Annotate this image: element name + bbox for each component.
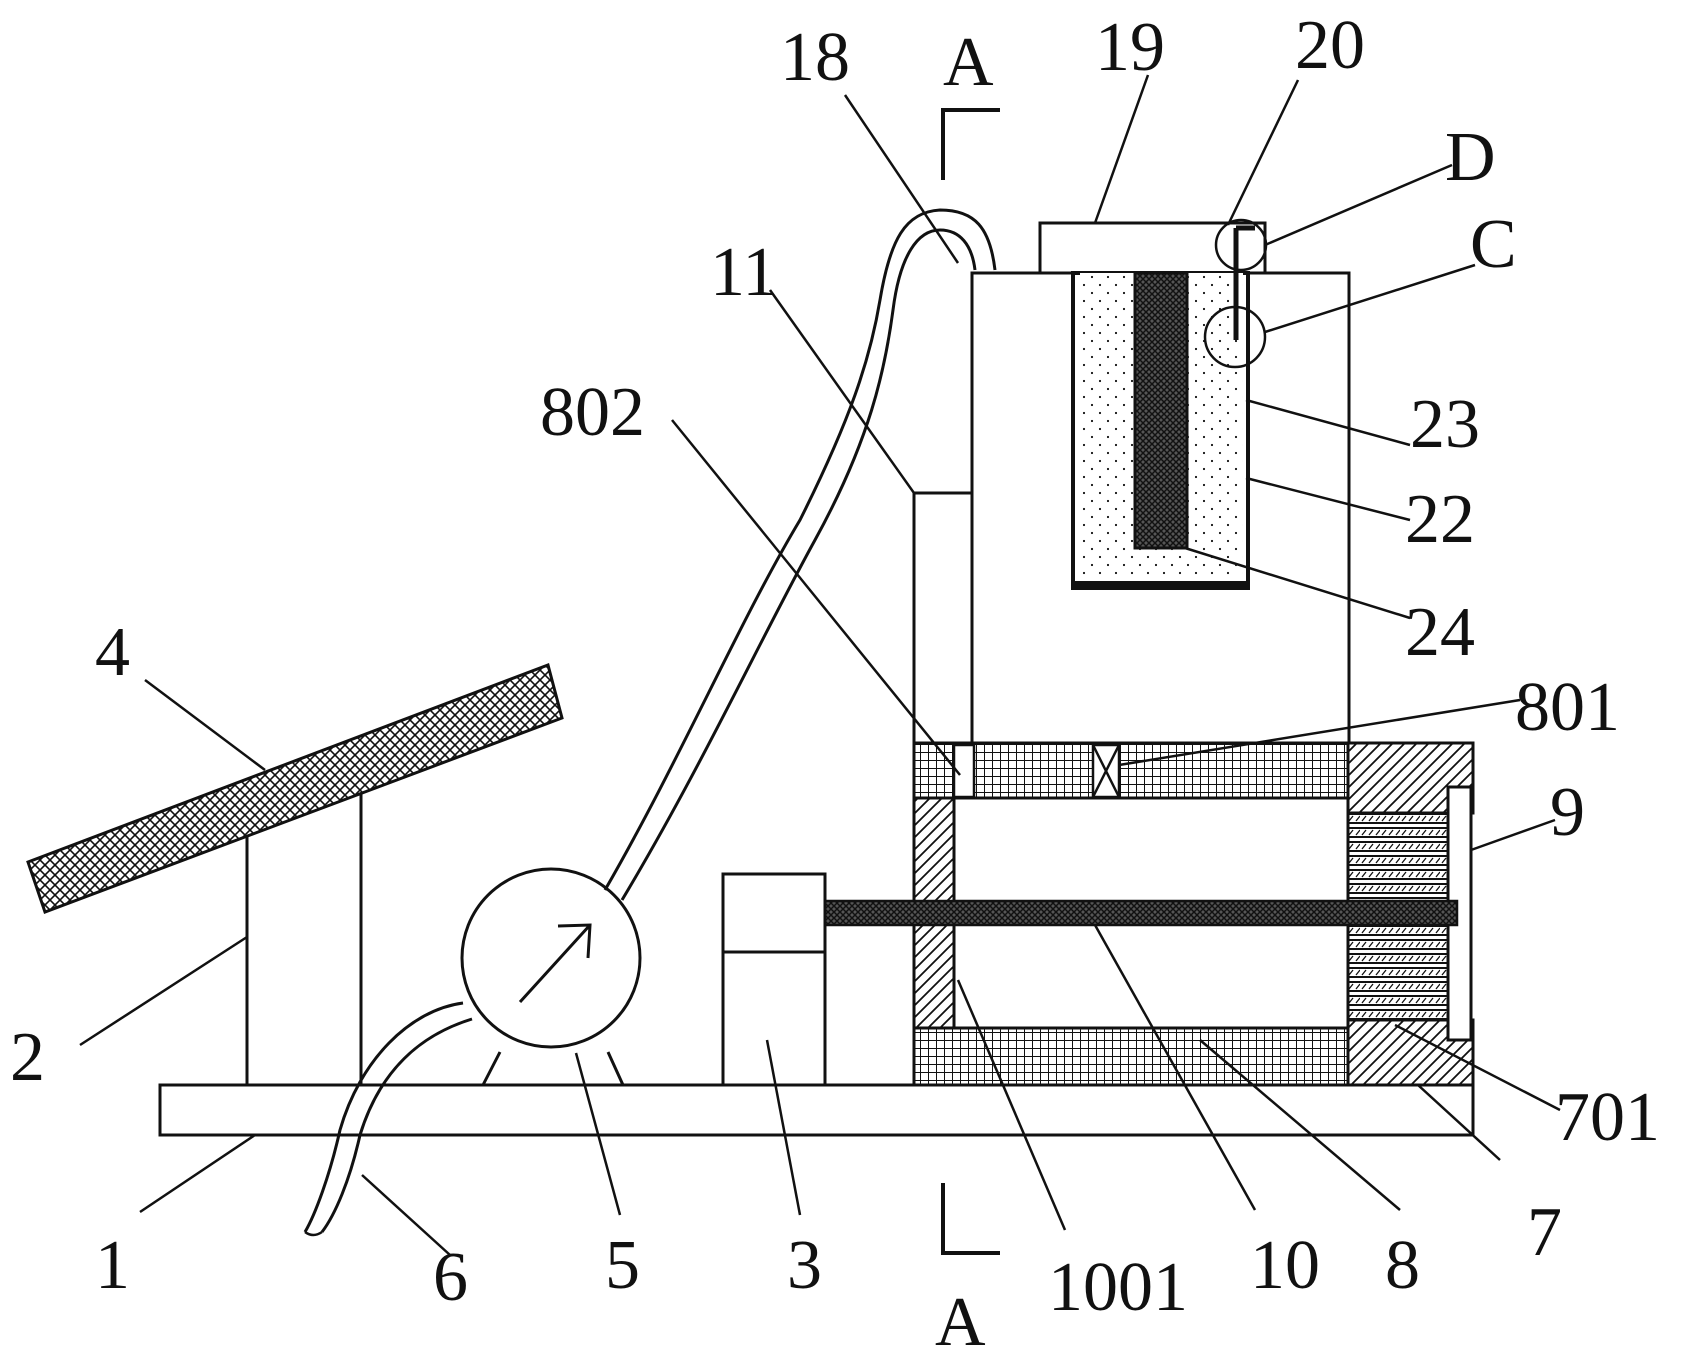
label-20: 20	[1295, 7, 1365, 84]
label-1: 1	[95, 1227, 130, 1304]
label-section-bottom: A	[935, 1284, 986, 1351]
label-9: 9	[1550, 774, 1585, 851]
hose	[603, 208, 997, 901]
pump-arrow-icon	[518, 923, 592, 1004]
label-8: 8	[1385, 1227, 1420, 1304]
label-701: 701	[1555, 1079, 1660, 1156]
label-10: 10	[1250, 1227, 1320, 1304]
label-4: 4	[95, 614, 130, 691]
tank-lid	[1038, 221, 1267, 275]
label-24: 24	[1405, 594, 1475, 671]
chamber-top-bar	[912, 741, 1350, 800]
label-d: D	[1445, 119, 1496, 196]
label-c: C	[1470, 206, 1517, 283]
heating-rod	[1133, 271, 1189, 550]
label-3: 3	[787, 1227, 822, 1304]
label-22: 22	[1405, 481, 1475, 558]
inlet-pipe	[303, 1001, 473, 1233]
label-23: 23	[1410, 386, 1480, 463]
pump-base	[481, 1051, 625, 1086]
label-801: 801	[1515, 669, 1620, 746]
chamber-bottom-bar	[912, 1026, 1350, 1087]
label-19: 19	[1095, 9, 1165, 86]
label-802: 802	[540, 374, 645, 451]
label-6: 6	[433, 1239, 468, 1316]
label-5: 5	[605, 1227, 640, 1304]
inlet-opening	[952, 743, 976, 799]
label-2: 2	[10, 1019, 45, 1096]
leader-lines	[79, 74, 1561, 1256]
shaft	[823, 899, 1459, 927]
solar-panel	[26, 663, 564, 914]
label-11: 11	[710, 234, 777, 311]
label-18: 18	[780, 19, 850, 96]
section-line-top	[941, 108, 1000, 180]
detail-circle-c	[1203, 305, 1267, 369]
label-7: 7	[1527, 1194, 1562, 1271]
inlet-pipe-end	[304, 1230, 323, 1237]
pump	[460, 867, 642, 1049]
section-line-bottom	[941, 1183, 1000, 1255]
probe	[1233, 225, 1255, 340]
valve-symbol-icon	[1091, 744, 1121, 798]
label-1001: 1001	[1048, 1249, 1188, 1326]
label-section-top: A	[943, 24, 994, 101]
base-plate	[158, 1083, 1475, 1137]
housing	[912, 491, 976, 745]
motor	[721, 872, 827, 1087]
